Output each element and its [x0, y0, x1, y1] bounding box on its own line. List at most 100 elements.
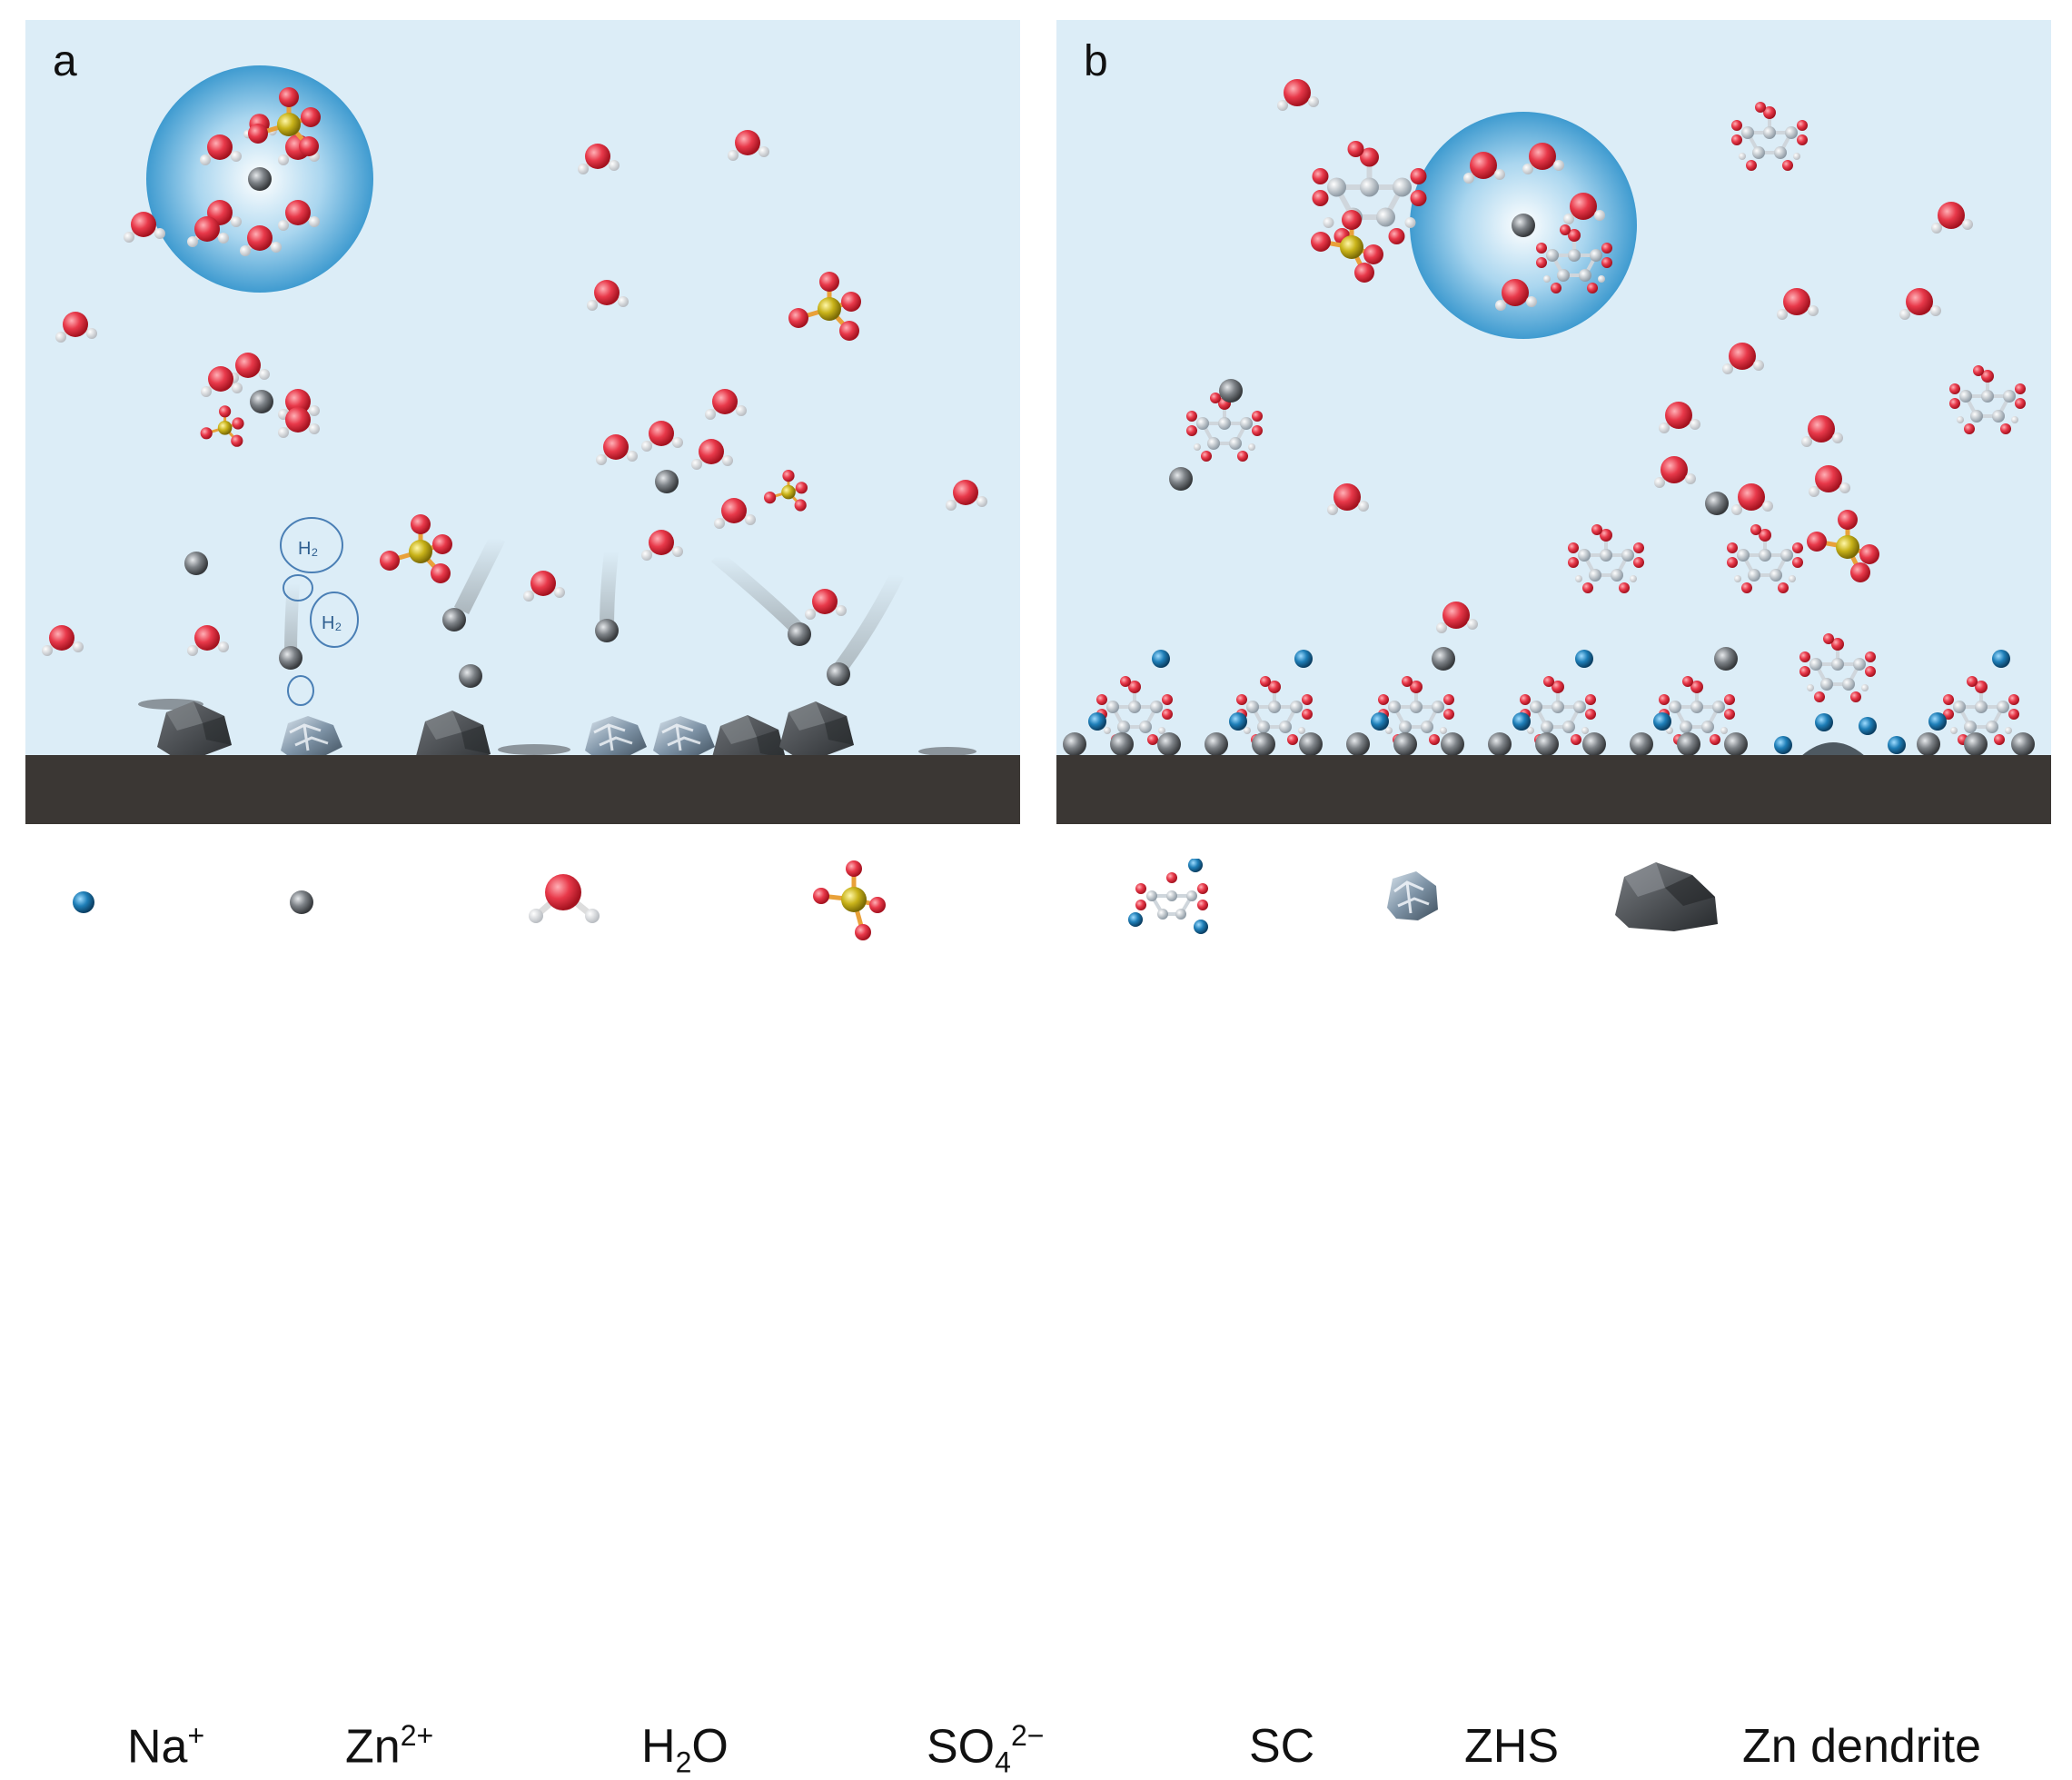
water-molecule — [1327, 483, 1369, 515]
zhs-crystal — [279, 714, 344, 761]
zn-ion — [1705, 492, 1729, 515]
zn-ion — [1714, 647, 1738, 671]
water-molecule — [1731, 483, 1773, 515]
zn-ion — [459, 664, 482, 688]
zn-dendrite-icon — [1615, 862, 1718, 931]
na-ion — [1859, 717, 1877, 735]
legend-label-dendrite: Zn dendrite — [1742, 1720, 1982, 1773]
water-molecule — [705, 389, 747, 420]
zn-ion — [250, 390, 273, 413]
h2-bubble — [280, 517, 343, 573]
water-molecule — [587, 280, 629, 311]
sc-molecule — [1730, 100, 1809, 173]
sc-molecule — [1376, 674, 1456, 747]
legend-label-zhs: ZHS — [1464, 1720, 1559, 1773]
sulfate-ion — [1311, 210, 1383, 283]
na-ion — [1575, 650, 1593, 668]
legend-label-so4: SO42− — [927, 1719, 1045, 1779]
sc-molecule — [1518, 674, 1598, 747]
zn-ion — [248, 167, 272, 191]
water-molecule — [1801, 415, 1843, 447]
h2-bubble — [287, 675, 314, 706]
water-molecule — [946, 480, 987, 511]
zn-ion — [1432, 647, 1455, 671]
legend-label-zn: Zn2+ — [345, 1719, 434, 1774]
panel-label-a: a — [53, 37, 77, 85]
sc-molecule — [1313, 141, 1427, 244]
sc-molecule — [1185, 391, 1264, 463]
zn-ion-icon — [290, 890, 313, 914]
water-molecule — [805, 589, 847, 620]
h2-bubble — [310, 592, 359, 648]
zn-anode-substrate — [1056, 755, 2051, 824]
zn-ion — [1219, 379, 1243, 403]
na-ion-icon — [73, 891, 94, 913]
sc-molecule — [1725, 522, 1805, 595]
legend-label-h2o: H2O — [641, 1720, 729, 1779]
h2-bubble — [283, 574, 313, 602]
zn-dendrite — [157, 701, 232, 756]
water-molecule — [596, 434, 638, 465]
zn-ion — [442, 608, 466, 631]
zn-ion — [655, 470, 679, 493]
zn-anode-substrate — [25, 755, 1020, 824]
sulfate-ion — [762, 468, 809, 513]
na-ion — [1928, 712, 1947, 731]
sc-molecule — [1566, 522, 1646, 595]
zn-ion — [788, 622, 811, 646]
zhs-crystal — [583, 714, 649, 761]
panel-b-scene — [1063, 20, 2035, 756]
na-ion — [1294, 650, 1313, 668]
water-molecule — [641, 530, 683, 561]
panel-a-scene: H₂ H₂ — [25, 65, 1020, 824]
na-ion — [1152, 650, 1170, 668]
zn-ion — [184, 552, 208, 575]
na-ion — [1371, 712, 1389, 731]
water-molecule — [523, 571, 565, 602]
sc-molecule — [1657, 674, 1737, 747]
water-molecule — [1436, 602, 1478, 633]
water-molecule — [1777, 288, 1819, 320]
sc-molecule — [1095, 674, 1175, 747]
zn-ion — [279, 646, 302, 670]
na-ion — [1229, 712, 1247, 731]
panel-label-b: b — [1084, 37, 1108, 85]
water-molecule — [187, 625, 229, 656]
sulfate-ion-icon — [813, 860, 886, 940]
zn-ion — [595, 619, 619, 642]
zn-ion — [1169, 467, 1193, 491]
water-molecule — [42, 625, 84, 656]
legend-label-na: Na+ — [127, 1719, 205, 1774]
sulfate-ion — [380, 514, 452, 583]
sulfate-ion — [788, 272, 861, 341]
h2-bubble-label: H₂ — [298, 539, 318, 559]
zn-ion — [1512, 214, 1535, 237]
zn-dendrite — [779, 701, 854, 756]
water-molecule — [1659, 402, 1700, 433]
na-ion — [1088, 712, 1106, 731]
na-ion — [1992, 650, 2010, 668]
water-molecule — [1277, 79, 1319, 111]
zn-ion — [827, 662, 850, 686]
na-ion — [1774, 736, 1792, 754]
water-molecule — [1899, 288, 1941, 320]
water-molecule — [714, 498, 756, 529]
water-molecule — [641, 421, 683, 452]
zhs-crystal-icon — [1387, 871, 1438, 920]
legend: Na+ Zn2+ H2O SO42− SC ZHS Zn dendrite — [0, 845, 2072, 1779]
water-molecule — [691, 439, 733, 470]
sc-molecule — [1948, 363, 2027, 436]
sulfate-ion — [199, 403, 246, 449]
sc-molecule-icon — [1128, 859, 1208, 934]
sc-molecule — [1234, 674, 1314, 747]
water-molecule — [1654, 456, 1696, 488]
sc-molecule — [1798, 631, 1878, 704]
na-ion — [1888, 736, 1906, 754]
zhs-crystal — [651, 714, 717, 761]
water-molecule — [1931, 202, 1973, 234]
sulfate-ion — [1807, 510, 1879, 582]
water-molecule — [1722, 343, 1764, 374]
na-ion — [1653, 712, 1671, 731]
na-ion — [1815, 713, 1833, 731]
water-molecule — [728, 130, 769, 161]
